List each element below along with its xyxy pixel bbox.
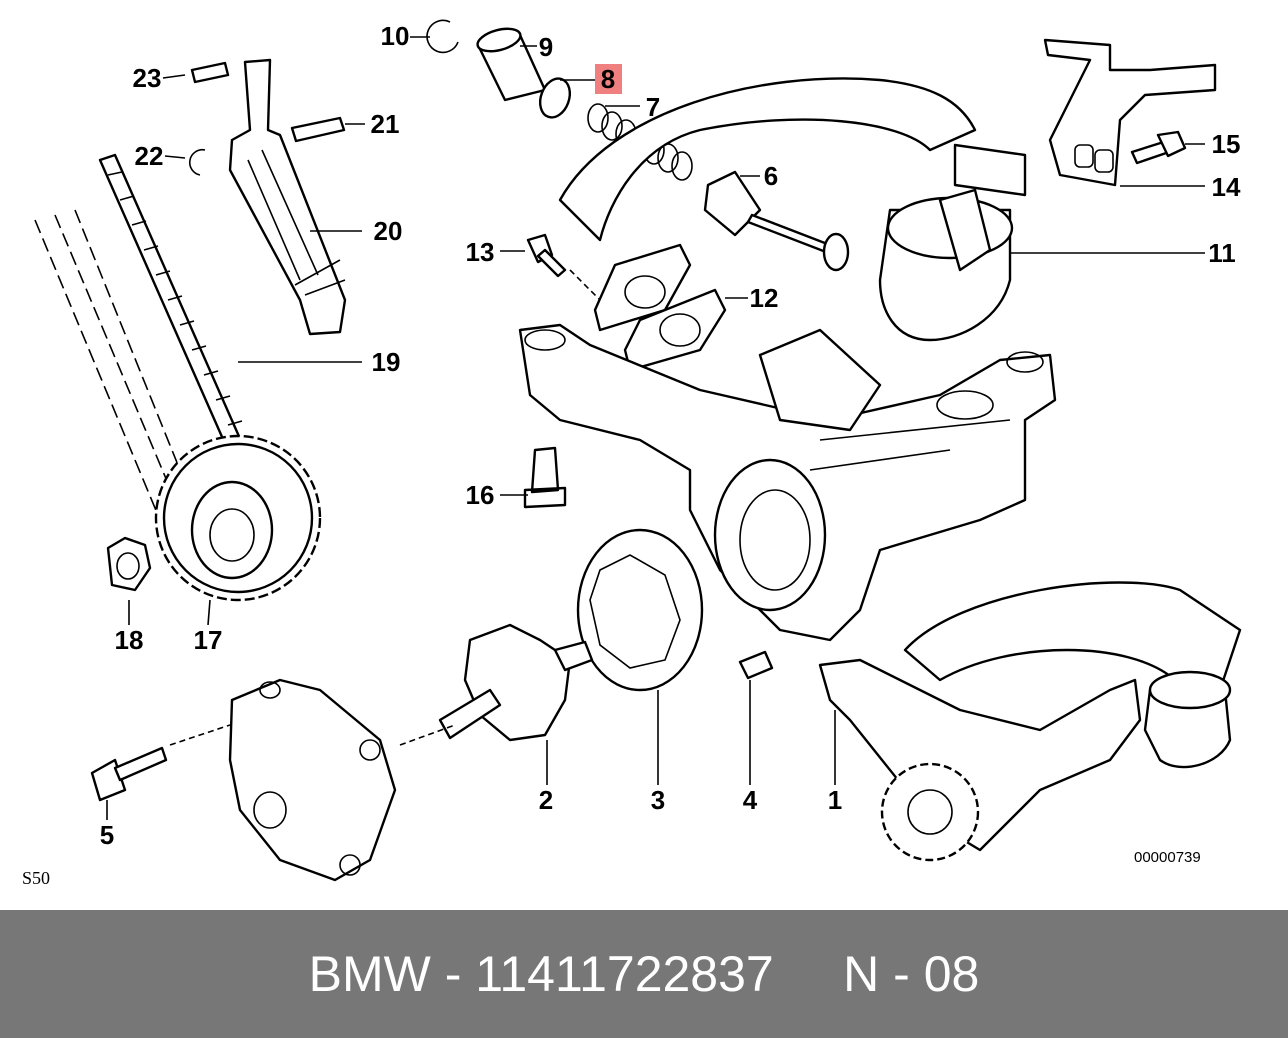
callout-8: 8 (601, 64, 615, 94)
gasket-12 (593, 243, 727, 372)
part-number-text: BMW - 11411722837 N - 08 (308, 946, 980, 1002)
drawing-number: 00000739 (1134, 849, 1201, 866)
piston-6 (703, 170, 850, 272)
chain-dash-line-c (74, 209, 181, 471)
callout-21: 21 (371, 109, 400, 139)
callout-13: 13 (466, 237, 495, 267)
nut-18 (106, 536, 152, 592)
callout-3: 3 (651, 785, 665, 815)
callout-4: 4 (743, 785, 758, 815)
callout-10: 10 (381, 21, 410, 51)
pump-assembly-1 (818, 581, 1242, 862)
parts-diagram: 1 2 3 4 5 6 7 8 9 10 11 12 13 14 15 16 1… (22, 19, 1242, 888)
timing-chain (98, 153, 247, 457)
inner-rotor-2 (438, 623, 594, 742)
sprocket (154, 434, 322, 602)
bolt-15 (1130, 130, 1187, 165)
pump-cover (228, 678, 397, 882)
callout-12: 12 (750, 283, 779, 313)
clip-22 (188, 148, 206, 176)
pin-23 (190, 61, 230, 84)
callout-6: 6 (764, 161, 778, 191)
pin-21 (290, 116, 346, 143)
callout-7: 7 (646, 92, 660, 122)
highlight-box-8 (595, 64, 622, 94)
callout-18: 18 (115, 625, 144, 655)
bracket-14 (953, 38, 1217, 197)
dowel-4 (738, 650, 774, 680)
suction-pipe (558, 77, 977, 242)
sleeve-9 (476, 27, 547, 102)
bolt-5 (90, 746, 168, 802)
corner-code: S50 (22, 868, 50, 888)
outer-rotor-3 (576, 528, 704, 692)
pump-housing (518, 323, 1057, 642)
circlip-10 (426, 19, 459, 54)
callout-2: 2 (539, 785, 553, 815)
chain-dash-line-b (54, 214, 176, 501)
strainer-11 (878, 188, 1014, 342)
mount-stud-16 (523, 446, 567, 509)
callout-9: 9 (539, 32, 553, 62)
callout-19: 19 (372, 347, 401, 377)
callout-11: 11 (1208, 238, 1236, 268)
callout-17: 17 (194, 625, 223, 655)
callout-22: 22 (135, 141, 164, 171)
callout-16: 16 (466, 480, 495, 510)
chain-dash-line-a (34, 219, 161, 521)
callout-15: 15 (1212, 129, 1241, 159)
chain-guide-rail (228, 58, 347, 336)
leader-lines (106, 36, 1205, 820)
callout-20: 20 (374, 216, 403, 246)
callout-1: 1 (828, 785, 842, 815)
part-number-banner: BMW - 11411722837 N - 08 (0, 910, 1288, 1038)
bolt-13 (526, 233, 567, 278)
callout-14: 14 (1212, 172, 1241, 202)
callout-5: 5 (100, 820, 114, 850)
callout-23: 23 (133, 63, 162, 93)
